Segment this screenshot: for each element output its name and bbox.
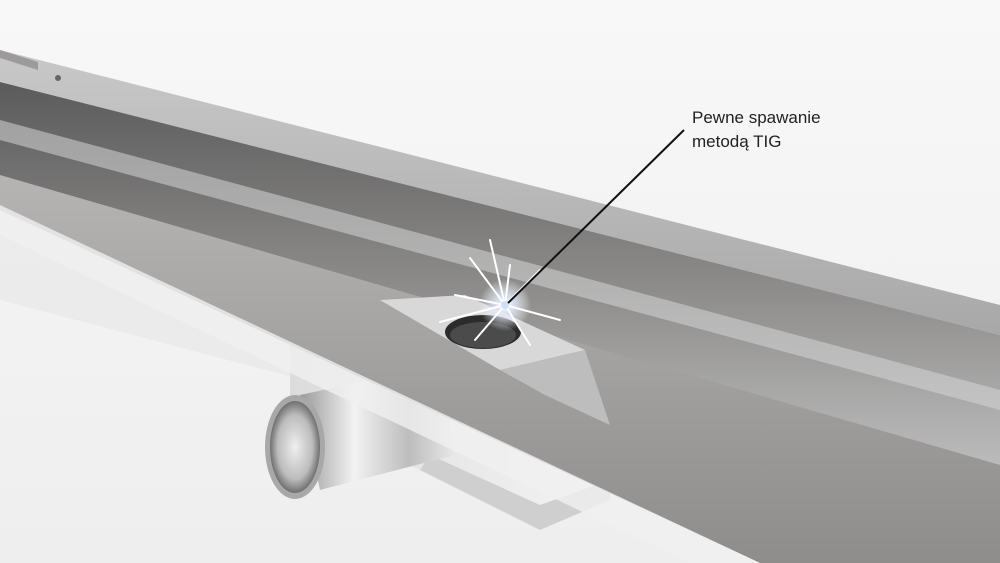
leader-line: [507, 129, 685, 304]
weld-annotation: Pewne spawanie metodą TIG: [692, 106, 821, 154]
drain-channel: [0, 50, 1000, 563]
annotation-line-1: Pewne spawanie: [692, 108, 821, 127]
annotation-line-2: metodą TIG: [692, 132, 782, 151]
